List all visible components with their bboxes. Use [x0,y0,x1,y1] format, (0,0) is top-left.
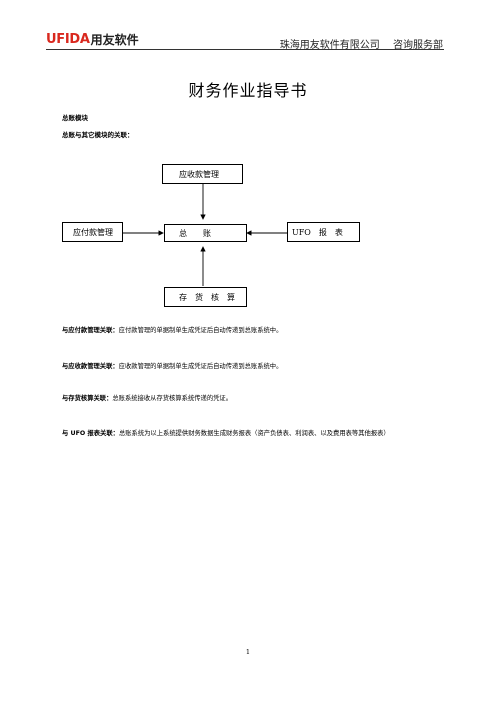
logo-text: 用友软件 [90,33,139,47]
section-relation: 总账与其它模块的关联： [62,131,134,139]
ufida-logo: UFIDA 用友软件 [46,32,139,48]
logo-mark: UFIDA [46,32,90,47]
relation-label: 与 UFO 报表关联： [62,430,119,437]
relation-receivables: 与应收款管理关联：应收款管理的单据制单生成凭证后自动传递到总账系统中。 [62,361,282,370]
relation-text: 应付款管理的单据制单生成凭证后自动传递到总账系统中。 [118,327,283,334]
box-payables: 应付款管理 [62,222,123,242]
department-name: 咨询服务部 [393,40,443,51]
box-general-ledger: 总 账 [164,224,247,242]
relation-label: 与存货核算关联： [62,395,113,402]
company-name: 珠海用友软件有限公司 [279,40,380,51]
relation-ufo: 与 UFO 报表关联：总账系统为以上系统提供财务数据生成财务报表（资产负债表、利… [62,428,390,437]
relation-text: 总账系统接收从存货核算系统传递的凭证。 [112,395,233,402]
relation-label: 与应收款管理关联： [62,363,119,370]
box-inventory-accounting: 存 货 核 算 [164,287,247,307]
relation-inventory: 与存货核算关联：总账系统接收从存货核算系统传递的凭证。 [62,393,232,402]
relation-payables: 与应付款管理关联：应付款管理的单据制单生成凭证后自动传递到总账系统中。 [62,325,282,334]
page-number: 1 [245,648,251,656]
relation-label: 与应付款管理关联： [62,327,119,334]
document-title: 财务作业指导书 [188,81,308,100]
relation-text: 总账系统为以上系统提供财务数据生成财务报表（资产负债表、利润表、以及费用表等其他… [118,430,390,437]
box-receivables: 应收款管理 [162,164,243,184]
box-ufo-reports: UFO 报 表 [287,222,360,242]
header-divider [46,49,444,50]
section-module: 总账模块 [62,114,88,122]
header-company: 珠海用友软件有限公司 咨询服务部 [280,36,443,51]
relation-text: 应收款管理的单据制单生成凭证后自动传递到总账系统中。 [118,363,283,370]
